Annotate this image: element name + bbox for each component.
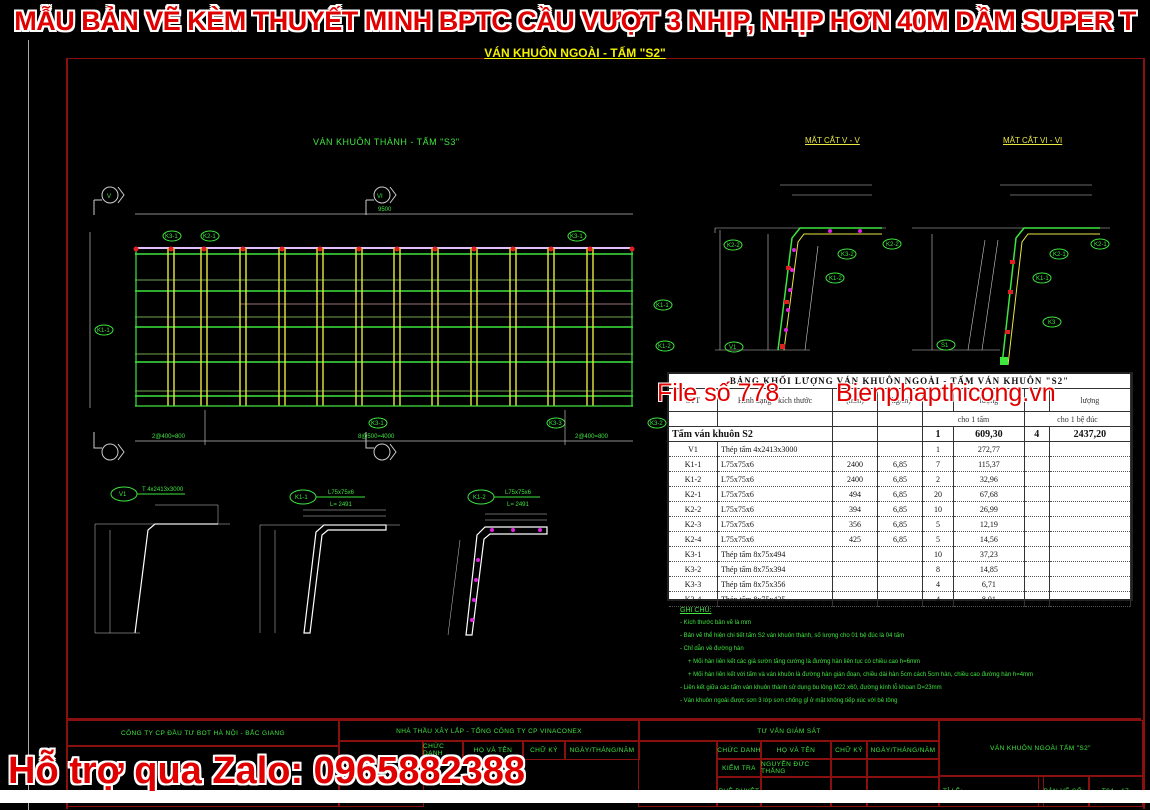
svg-text:K1-2: K1-2 (829, 276, 842, 282)
drawing-name: VÁN KHUÔN NGOÀI TẤM "S2" (938, 720, 1143, 777)
title-block: CÔNG TY CP ĐẦU TƯ BOT HÀ NỘI - BẮC GIANG… (66, 718, 1143, 807)
note-item: - Kích thước bản vẽ là mm (680, 620, 751, 626)
watermark-site: Bienphapthicong.vn (836, 379, 1056, 407)
svg-text:K2-2: K2-2 (727, 243, 740, 249)
svg-text:K2-1: K2-1 (1094, 242, 1107, 248)
drawing-inner-frame (66, 58, 1145, 809)
svg-text:K3: K3 (1048, 320, 1056, 326)
note-item: - Ván khuôn ngoài được sơn 3 lớp sơn chố… (680, 698, 898, 704)
check-name: NGUYỄN ĐỨC THẮNG (760, 758, 832, 778)
contractor-name: NHÀ THẦU XÂY LẮP - TỔNG CÔNG TY CP VINAC… (338, 720, 640, 742)
watermark-zalo: Hỗ trợ qua Zalo: 0965882388 (8, 750, 526, 792)
bottom-strip (0, 790, 1150, 803)
svg-text:K2-1: K2-1 (1053, 252, 1066, 258)
svg-text:K1-1: K1-1 (295, 495, 308, 501)
notes-title: GHI CHÚ: (680, 607, 712, 614)
section-vi-title: MẶT CẮT VI - VI (1003, 136, 1063, 145)
table-row-main: Tấm ván khuôn S2 1 609,30 4 2437,20 (669, 426, 1132, 442)
svg-text:L75x75x6: L75x75x6 (328, 490, 355, 496)
svg-text:K3-3: K3-3 (549, 421, 562, 427)
note-item: + Mối hàn liên kết các giá sườn tăng cườ… (688, 659, 920, 665)
svg-text:S1: S1 (941, 343, 949, 349)
section-marker-icon (93, 186, 397, 461)
svg-text:L75x75x6: L75x75x6 (505, 490, 532, 496)
table-title: BẢNG KHỐI LƯỢNG VÁN KHUÔN NGOÀI - TẤM VÁ… (669, 374, 1131, 389)
section-v-title: MẶT CẮT V - V (805, 136, 860, 145)
check-role: KIỂM TRA (716, 758, 762, 778)
svg-text:K1-1: K1-1 (656, 303, 669, 309)
svg-text:2@400=800: 2@400=800 (152, 434, 186, 440)
notes-section: GHI CHÚ: - Kích thước bản vẽ là mm - Bản… (680, 604, 1140, 708)
banner-title: MẪU BẢN VẼ KÈM THUYẾT MINH BPTC CẦU VƯỢT… (14, 6, 1136, 36)
svg-text:V: V (107, 194, 111, 200)
detail-drawings: V1 T 4x2413x3000 K1-1 L75x75x6 L= 2491 K… (94, 486, 548, 636)
drawing-outer-frame (28, 40, 1150, 810)
svg-text:K3-1: K3-1 (165, 234, 178, 240)
svg-text:V1: V1 (119, 492, 127, 498)
svg-text:K3-2: K3-2 (650, 421, 663, 427)
svg-text:V1: V1 (729, 345, 737, 351)
watermark-file-number: File số 778 (657, 379, 780, 407)
svg-text:K3-1: K3-1 (371, 421, 384, 427)
consultant-name: TƯ VẤN GIÁM SÁT (638, 720, 940, 742)
svg-text:8@500=4000: 8@500=4000 (358, 434, 395, 440)
svg-text:9500: 9500 (378, 207, 392, 213)
svg-text:K1-1: K1-1 (97, 328, 110, 334)
elevation-title: VÁN KHUÔN THÀNH - TẤM "S3" (313, 137, 460, 147)
svg-text:L= 2491: L= 2491 (330, 502, 353, 508)
material-table: BẢNG KHỐI LƯỢNG VÁN KHUÔN NGOÀI - TẤM VÁ… (667, 372, 1133, 607)
owner-name: CÔNG TY CP ĐẦU TƯ BOT HÀ NỘI - BẮC GIANG (66, 720, 340, 747)
svg-text:K1-2: K1-2 (658, 344, 671, 350)
note-item: - Chỉ dẫn về đường hàn (680, 646, 744, 652)
note-item: - Liên kết giữa các tấm ván khuôn thành … (680, 685, 942, 691)
svg-text:L= 2491: L= 2491 (507, 502, 530, 508)
elevation-drawing: V VI 9500 (89, 186, 675, 461)
svg-text:K3-1: K3-1 (570, 234, 583, 240)
svg-text:T 4x2413x3000: T 4x2413x3000 (142, 487, 184, 493)
svg-text:K2-1: K2-1 (203, 234, 216, 240)
svg-text:K3-2: K3-2 (841, 252, 854, 258)
sheet-subtitle: VÁN KHUÔN NGOÀI - TẤM "S2" (484, 46, 666, 60)
svg-text:K1-2: K1-2 (473, 495, 486, 501)
svg-text:2@400=800: 2@400=800 (575, 434, 609, 440)
svg-text:K1-1: K1-1 (1036, 276, 1049, 282)
svg-text:VI: VI (377, 194, 383, 200)
note-item: + Mối hàn liên kết với tấm và ván khuôn … (688, 672, 1034, 678)
svg-text:K2-2: K2-2 (886, 242, 899, 248)
note-item: - Bản vẽ thể hiện chi tiết tấm S2 ván kh… (680, 633, 905, 639)
